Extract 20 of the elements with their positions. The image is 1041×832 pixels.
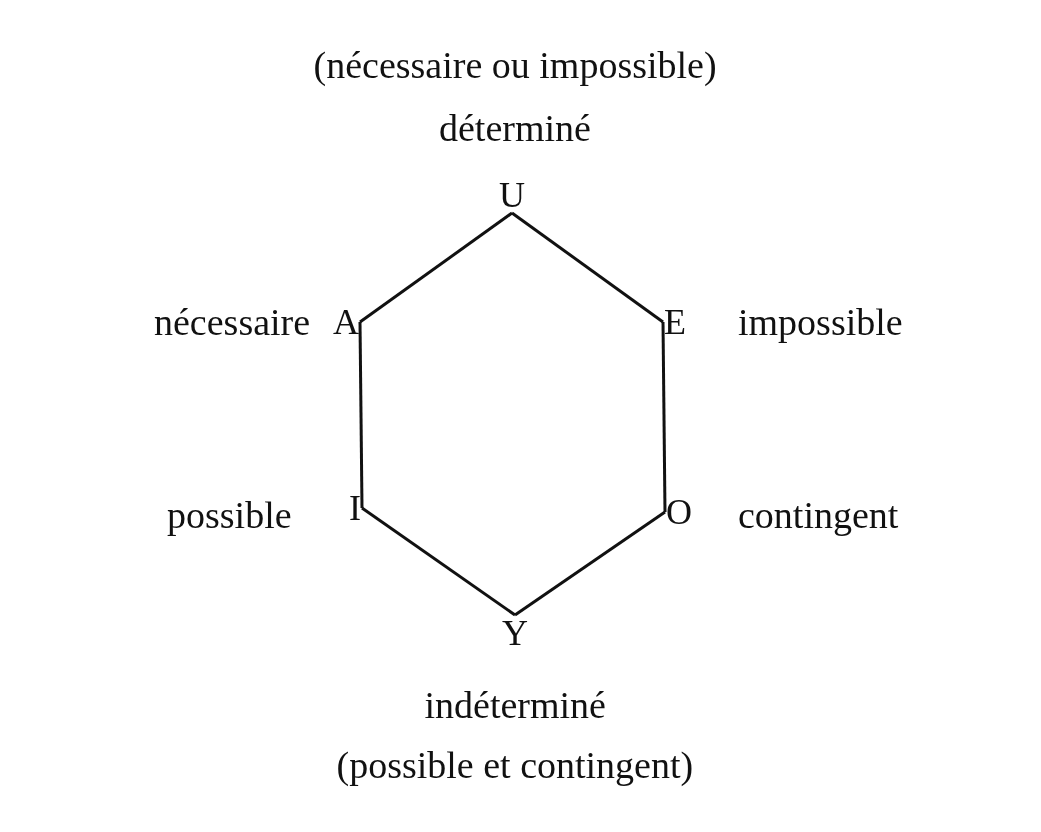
vertex-caption: contingent — [738, 494, 899, 536]
vertex-letter: Y — [501, 615, 529, 651]
vertex-letter: E — [663, 304, 687, 340]
hexagon-side — [511, 211, 664, 324]
vertex-letter: I — [348, 490, 362, 526]
vertex-caption: indéterminé — [424, 684, 606, 726]
vertex-caption: déterminé — [439, 107, 591, 149]
hexagon-side — [661, 322, 667, 512]
vertex-letter: U — [498, 177, 526, 213]
vertex-letter: A — [332, 304, 360, 340]
vertex-letter: O — [665, 494, 693, 530]
vertex-caption: nécessaire — [154, 301, 311, 343]
vertex-caption: (nécessaire ou impossible) — [313, 44, 717, 86]
hexagon-side — [358, 322, 364, 508]
hexagon-side — [514, 510, 666, 617]
vertex-caption: impossible — [738, 301, 903, 343]
hexagon-side — [359, 211, 513, 324]
vertex-caption: (possible et contingent) — [336, 744, 694, 786]
vertex-caption: possible — [167, 494, 292, 536]
hexagon-side — [361, 506, 516, 617]
